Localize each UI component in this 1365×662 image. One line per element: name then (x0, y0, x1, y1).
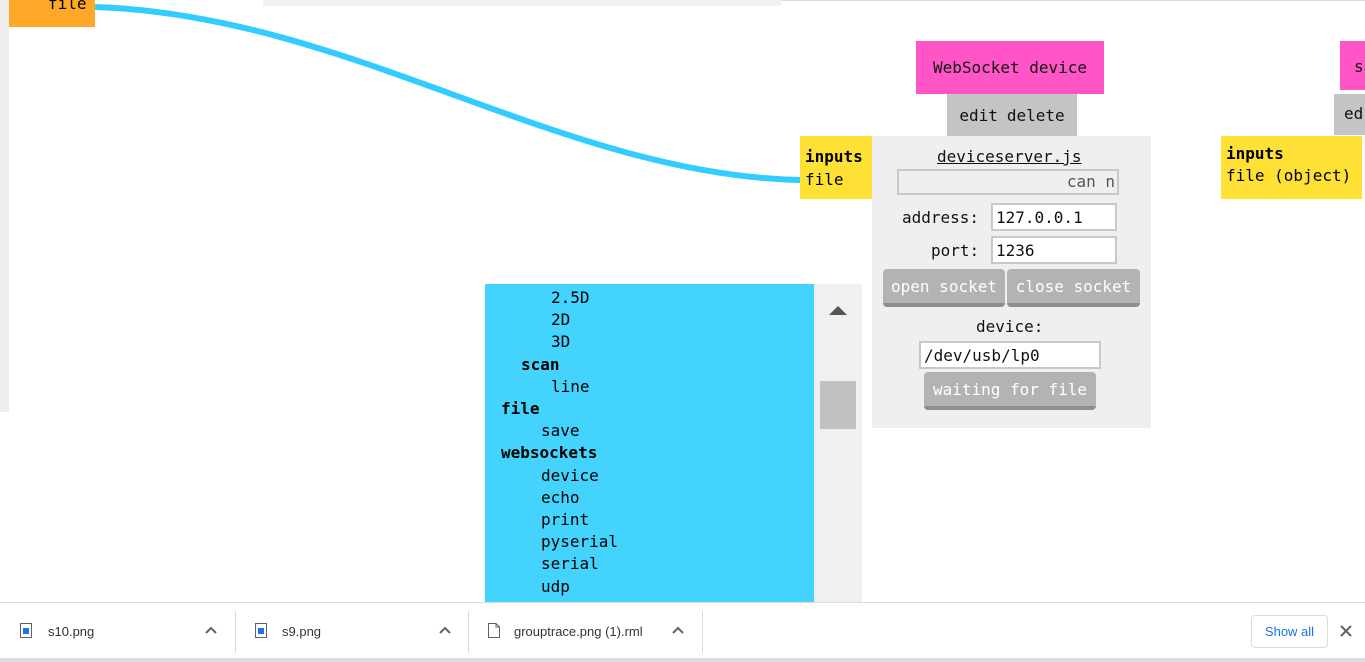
menu-item[interactable]: 3D (551, 332, 571, 352)
menu-category[interactable]: websockets (501, 443, 598, 463)
download-separator (468, 611, 469, 653)
address-label: address: (902, 208, 980, 227)
address-input[interactable] (991, 203, 1117, 231)
chevron-up-icon[interactable] (204, 625, 218, 635)
menu-item[interactable]: save (541, 421, 580, 441)
canvas-left-edge (0, 0, 9, 412)
menu-category[interactable]: file (501, 399, 540, 418)
file-node-label: file (48, 0, 87, 13)
menu-item[interactable]: pyserial (541, 532, 619, 552)
download-item[interactable]: s10.png (0, 603, 235, 661)
download-item[interactable]: s9.png (235, 603, 468, 661)
websocket-module-body: deviceserver.js can n address: port: ope… (872, 136, 1151, 428)
status-field: can n (897, 169, 1119, 195)
document-file-icon (488, 623, 500, 638)
download-item[interactable]: grouptrace.png (1).rml (468, 603, 702, 661)
menu-category[interactable]: scan (521, 354, 560, 374)
chevron-up-icon[interactable] (671, 625, 685, 635)
waiting-for-file-button[interactable]: waiting for file (924, 372, 1096, 410)
module-title-text: WebSocket device (932, 58, 1088, 77)
websocket-module-editbar: edit delete (947, 94, 1077, 136)
image-file-icon (255, 623, 267, 638)
download-filename: s10.png (48, 624, 95, 639)
edit-button[interactable]: edit (959, 105, 998, 125)
inputs-header: inputs (1226, 144, 1284, 163)
taskbar-edge (0, 658, 1365, 662)
menu-item[interactable]: serial (541, 554, 599, 574)
download-separator (235, 611, 236, 653)
websocket-inputs-panel: inputs file (800, 136, 875, 199)
download-separator (702, 611, 703, 653)
script-name-link[interactable]: deviceserver.js (937, 147, 1082, 166)
menu-item[interactable]: udp (541, 576, 570, 596)
scroll-up-arrow-icon[interactable] (829, 306, 847, 315)
canvas-top-line (781, 0, 1365, 1)
canvas-top-strip (263, 0, 781, 6)
save-module-editbar[interactable]: ed (1334, 94, 1365, 135)
wire-path (94, 4, 801, 183)
chevron-up-icon[interactable] (438, 625, 452, 635)
module-title-text: sa (1354, 57, 1365, 76)
port-label: port: (931, 241, 980, 260)
scrollbar-thumb[interactable] (820, 381, 856, 429)
open-socket-button[interactable]: open socket (883, 269, 1005, 307)
menu-item[interactable]: print (541, 510, 590, 529)
device-input[interactable] (919, 341, 1101, 369)
downloads-bar: s10.png s9.png grouptrace.png (1).rml Sh… (0, 602, 1365, 662)
download-filename: s9.png (282, 624, 322, 639)
download-filename: grouptrace.png (1).rml (514, 624, 643, 639)
delete-button[interactable]: delete (1006, 105, 1065, 125)
input-file-port[interactable]: file (805, 170, 844, 189)
save-module-title[interactable]: sa (1340, 41, 1365, 90)
menu-item[interactable]: 2.5D (551, 288, 590, 307)
menu-item[interactable]: 2D (551, 310, 571, 330)
websocket-module-title[interactable]: WebSocket device (916, 41, 1104, 94)
input-file-object-port[interactable]: file (object) (1226, 166, 1352, 185)
device-label: device: (976, 317, 1044, 336)
image-file-icon (20, 623, 32, 638)
menu-scrollbar[interactable] (814, 284, 862, 602)
port-input[interactable] (991, 236, 1117, 264)
menu-item[interactable]: device (541, 465, 599, 485)
show-all-button[interactable]: Show all (1251, 615, 1328, 648)
file-output-node[interactable]: file (9, 0, 95, 27)
close-socket-button[interactable]: close socket (1007, 269, 1140, 307)
menu-item[interactable]: echo (541, 487, 580, 507)
save-inputs-panel: inputs file (object) (1221, 136, 1362, 199)
menu-item[interactable]: line (551, 376, 590, 396)
inputs-header: inputs (805, 147, 863, 166)
edit-button[interactable]: ed (1344, 104, 1364, 123)
close-icon[interactable] (1339, 624, 1353, 638)
